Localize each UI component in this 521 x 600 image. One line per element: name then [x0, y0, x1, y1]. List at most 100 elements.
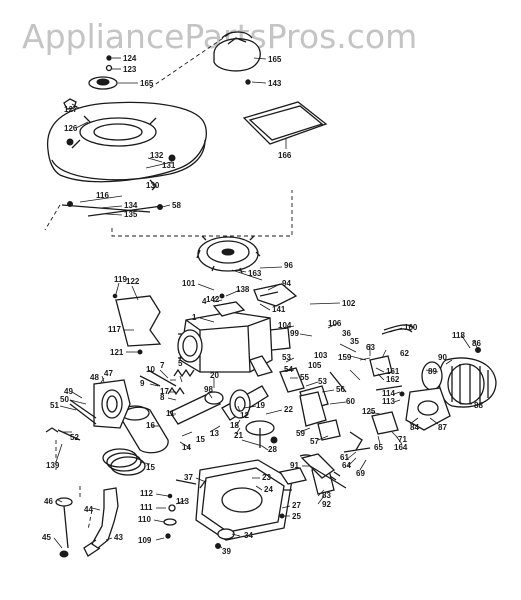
callout-8: 8	[160, 393, 165, 402]
callout-101: 101	[182, 279, 196, 288]
callout-126: 126	[64, 124, 78, 133]
callout-114: 114	[382, 389, 395, 398]
callout-135: 135	[124, 210, 138, 219]
callout-106: 106	[328, 319, 342, 328]
callout-103: 103	[314, 351, 328, 360]
engine-block-group	[177, 293, 291, 373]
callout-34: 34	[244, 531, 253, 540]
callout-44: 44	[84, 505, 93, 514]
callout-132: 132	[150, 151, 164, 160]
callout-92: 92	[322, 500, 331, 509]
callout-110: 110	[138, 515, 151, 524]
clip-part	[63, 98, 77, 110]
callout-47: 47	[104, 369, 113, 378]
callout-127: 127	[64, 105, 78, 114]
callout-94: 94	[282, 279, 291, 288]
callout-162: 162	[386, 375, 400, 384]
callout-141: 141	[272, 305, 286, 314]
callout-123: 123	[123, 65, 137, 74]
callout-14: 14	[182, 443, 191, 452]
callout-163: 163	[248, 269, 262, 278]
callout-134: 134	[124, 201, 138, 210]
air-baffle-part	[115, 295, 162, 347]
callout-165-a: 165	[140, 79, 154, 88]
callout-50: 50	[60, 395, 69, 404]
callout-165-b: 165	[268, 55, 282, 64]
callout-15-a: 15	[196, 435, 205, 444]
callout-7: 7	[160, 361, 165, 370]
callout-35: 35	[350, 337, 359, 346]
callout-61: 61	[340, 453, 349, 462]
callout-36: 36	[342, 329, 351, 338]
callout-124: 124	[123, 54, 137, 63]
callout-113: 113	[382, 397, 395, 406]
callout-159: 159	[338, 353, 352, 362]
callout-37: 37	[184, 473, 193, 482]
callout-99: 99	[290, 329, 299, 338]
callout-113-b: 113	[176, 497, 189, 506]
callout-56: 56	[336, 385, 345, 394]
callout-4: 4	[202, 297, 207, 306]
washer-part	[105, 64, 113, 72]
flywheel-group	[196, 235, 298, 307]
callout-labels: 124 123 165 127 126 132 131 130 116 134 …	[42, 54, 483, 556]
callout-16: 16	[146, 421, 155, 430]
callout-21: 21	[234, 431, 243, 440]
callout-55: 55	[300, 373, 309, 382]
pto-group	[278, 453, 347, 489]
callout-65: 65	[374, 443, 383, 452]
callout-96: 96	[284, 261, 293, 270]
callout-60: 60	[346, 397, 355, 406]
callout-160: 160	[404, 323, 418, 332]
governor-group	[299, 371, 347, 495]
dipstick-cap-part	[55, 497, 73, 507]
muffler-group	[343, 324, 497, 453]
callout-86: 86	[472, 339, 481, 348]
piston-part	[121, 406, 169, 454]
callout-138: 138	[236, 285, 250, 294]
callout-12: 12	[240, 411, 249, 420]
leader-lines	[53, 57, 479, 549]
callout-53-b: 53	[318, 377, 327, 386]
valve-spring-part	[173, 368, 195, 378]
callout-84: 84	[410, 423, 419, 432]
callout-1: 1	[192, 313, 197, 322]
callout-54: 54	[284, 365, 293, 374]
callout-58: 58	[172, 201, 181, 210]
air-baffle-group	[112, 293, 162, 355]
callout-22: 22	[284, 405, 293, 414]
callout-27: 27	[292, 501, 301, 510]
callout-109: 109	[138, 536, 152, 545]
carburetor-group	[45, 379, 131, 470]
callout-119: 119	[114, 275, 127, 284]
callout-105: 105	[308, 361, 322, 370]
callout-98: 98	[204, 385, 213, 394]
callout-104: 104	[278, 321, 292, 330]
owners-manual-part	[242, 101, 328, 145]
callout-63: 63	[366, 343, 375, 352]
callout-161: 161	[386, 367, 400, 376]
callout-19: 19	[256, 401, 265, 410]
callout-15-b: 15	[146, 463, 155, 472]
callout-91: 91	[290, 461, 299, 470]
callout-45: 45	[42, 533, 51, 542]
callout-71: 71	[398, 435, 407, 444]
callout-111: 111	[140, 503, 153, 512]
engine-base-group	[163, 459, 293, 549]
callout-28: 28	[268, 445, 277, 454]
callout-17: 17	[160, 387, 169, 396]
callout-24: 24	[264, 485, 273, 494]
callout-88: 88	[474, 401, 483, 410]
callout-62: 62	[400, 349, 409, 358]
callout-53-a: 53	[282, 353, 291, 362]
callout-23: 23	[262, 473, 271, 482]
callout-102: 102	[342, 299, 356, 308]
screw-part	[106, 55, 112, 61]
oil-fill-group	[55, 486, 119, 558]
recoil-starter-part	[213, 38, 261, 72]
callout-52: 52	[70, 433, 79, 442]
callout-139: 139	[46, 461, 60, 470]
callout-13: 13	[210, 429, 219, 438]
callout-64: 64	[342, 461, 351, 470]
callout-46: 46	[44, 497, 53, 506]
